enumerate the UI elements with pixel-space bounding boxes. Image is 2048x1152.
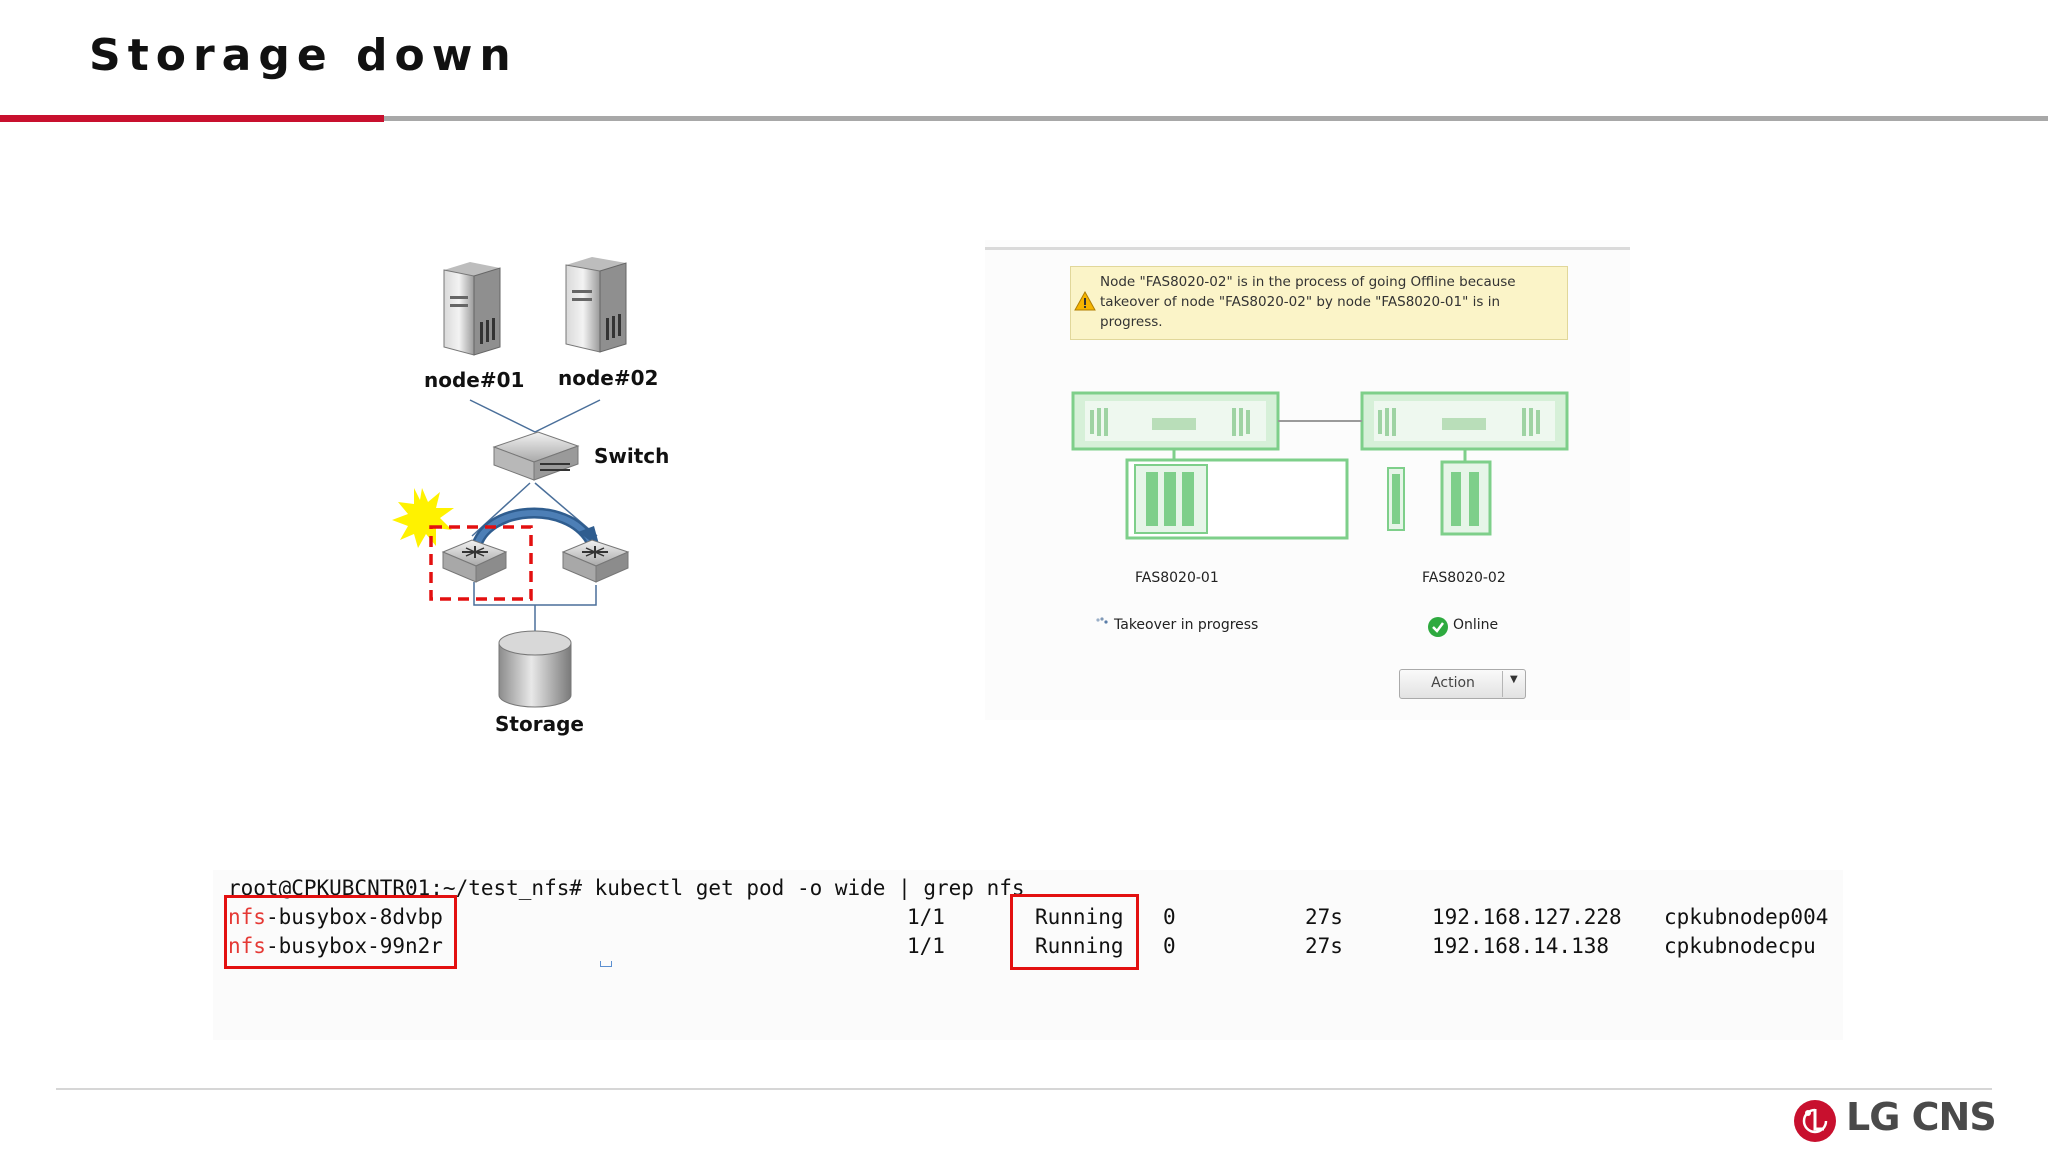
- pod-age-row-1: 27s: [1305, 905, 1343, 929]
- online-check-icon: [1428, 617, 1448, 637]
- server-icon-node1: [443, 262, 501, 356]
- node2-name: FAS8020-02: [1422, 570, 1506, 586]
- pod-ip-row-2: 192.168.14.138: [1432, 934, 1610, 958]
- node1-status: Takeover in progress: [1114, 617, 1259, 633]
- pod-status-highlight-box: [1010, 894, 1139, 970]
- network-switch-icon: [492, 431, 580, 481]
- controller-fas8020-01[interactable]: [1071, 391, 1280, 451]
- failover-arrow-icon: [470, 507, 600, 554]
- pod-ready-row-1: 1/1: [907, 905, 945, 929]
- pod-restarts-row-2: 0: [1163, 934, 1176, 958]
- title-underline: [384, 116, 2048, 121]
- router-icon-standby: [561, 539, 630, 583]
- takeover-alert-text: Node "FAS8020-02" is in the process of g…: [1100, 274, 1516, 330]
- pod-name-row-1: nfs-busybox-8dvbp: [228, 905, 443, 929]
- ha-pair-diagram: [1071, 391, 1569, 540]
- takeover-alert: [1070, 266, 1568, 340]
- storage-label: Storage: [495, 712, 584, 736]
- failure-burst-icon: [392, 488, 454, 548]
- node1-name: FAS8020-01: [1135, 570, 1219, 586]
- netapp-panel-divider: [985, 247, 1630, 250]
- action-button-separator: [1502, 671, 1503, 697]
- server-icon-node2: [565, 257, 627, 353]
- pod-node-row-1: cpkubnodep004: [1664, 905, 1829, 929]
- controller-fas8020-02[interactable]: [1360, 391, 1569, 451]
- terminal-area: [213, 870, 1843, 1040]
- node2-status: Online: [1453, 617, 1499, 633]
- footer-divider: [56, 1088, 1992, 1090]
- node1-label: node#01: [424, 368, 525, 392]
- pod-status-row-1: Running: [1035, 905, 1124, 929]
- storage-icon: [498, 630, 572, 708]
- pod-age-row-2: 27s: [1305, 934, 1343, 958]
- switch-label: Switch: [594, 444, 670, 468]
- pod-node-row-2: cpkubnodecpu: [1664, 934, 1816, 958]
- lg-logo-icon: [1794, 1100, 1836, 1142]
- lg-cns-logo-text: LG CNS: [1846, 1095, 1997, 1139]
- pod-name-highlight-box: [224, 895, 457, 969]
- pod-ip-row-1: 192.168.127.228: [1432, 905, 1622, 929]
- pod-name-row-2: nfs-busybox-99n2r: [228, 934, 443, 958]
- warning-icon: [1074, 291, 1096, 311]
- pod-restarts-row-1: 0: [1163, 905, 1176, 929]
- title-underline-accent: [0, 115, 384, 122]
- pod-ready-row-2: 1/1: [907, 934, 945, 958]
- chevron-down-icon[interactable]: ▼: [1510, 674, 1518, 685]
- text-cursor: [600, 961, 612, 967]
- node2-label: node#02: [558, 366, 659, 390]
- spinner-icon: [1096, 617, 1108, 624]
- network-diagram: [392, 257, 630, 708]
- pod-status-row-2: Running: [1035, 934, 1124, 958]
- action-button-label[interactable]: Action: [1431, 675, 1475, 691]
- failure-highlight-box: [429, 525, 533, 601]
- action-dropdown-button[interactable]: [1399, 669, 1526, 699]
- slide-title: Storage down: [89, 30, 518, 81]
- router-icon-failed: [441, 539, 508, 583]
